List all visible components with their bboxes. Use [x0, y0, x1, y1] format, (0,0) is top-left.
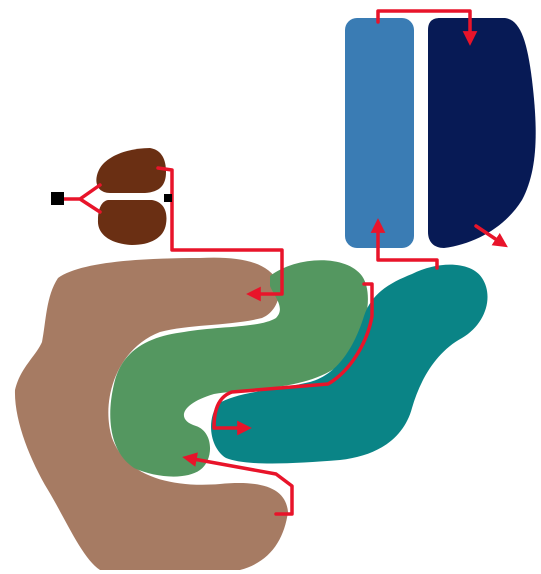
- right-node-marker: [164, 194, 172, 202]
- light-blue-bar: [345, 18, 414, 248]
- brown-upper-lobe: [96, 148, 166, 193]
- left-node-marker: [51, 192, 64, 205]
- fork-line: [58, 185, 100, 212]
- brown-lower-lobe: [98, 200, 167, 245]
- navy-bar: [428, 18, 536, 248]
